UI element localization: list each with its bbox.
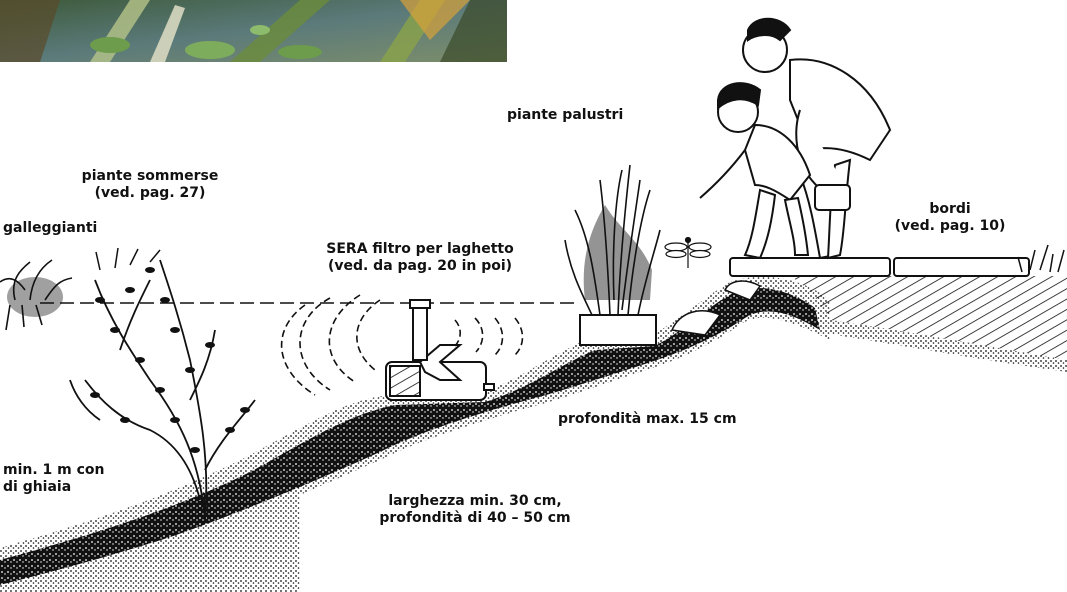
label-filter-title: SERA filtro per laghetto: [300, 241, 540, 258]
dragonfly-icon: [665, 238, 711, 269]
label-edges-ref: (ved. pag. 10): [880, 218, 1020, 235]
label-edges: bordi (ved. pag. 10): [880, 201, 1020, 235]
label-submerged-plants-ref: (ved. pag. 27): [60, 185, 240, 202]
label-width-depth-line1: larghezza min. 30 cm,: [360, 493, 590, 510]
label-max-depth: profondità max. 15 cm: [558, 411, 737, 428]
people-illustration: [700, 19, 890, 258]
floating-plant-mass: [7, 277, 63, 317]
label-width-depth: larghezza min. 30 cm, profondità di 40 –…: [360, 493, 590, 527]
label-min-depth-line1: min. 1 m con: [3, 462, 105, 479]
submerged-plant-leaves: [90, 267, 250, 453]
label-submerged-plants-title: piante sommerse: [60, 168, 240, 185]
label-filter: SERA filtro per laghetto (ved. da pag. 2…: [300, 241, 540, 275]
label-edges-title: bordi: [880, 201, 1020, 218]
label-submerged-plants: piante sommerse (ved. pag. 27): [60, 168, 240, 202]
label-filter-ref: (ved. da pag. 20 in poi): [300, 258, 540, 275]
submerged-plant-top: [96, 248, 160, 270]
label-min-depth: min. 1 m con di ghiaia: [3, 462, 105, 496]
marsh-plant: [565, 165, 660, 345]
label-min-depth-line2: di ghiaia: [3, 479, 105, 496]
label-floating: galleggianti: [3, 220, 97, 237]
label-marsh-plants: piante palustri: [507, 107, 623, 124]
label-width-depth-line2: profondità di 40 – 50 cm: [360, 510, 590, 527]
